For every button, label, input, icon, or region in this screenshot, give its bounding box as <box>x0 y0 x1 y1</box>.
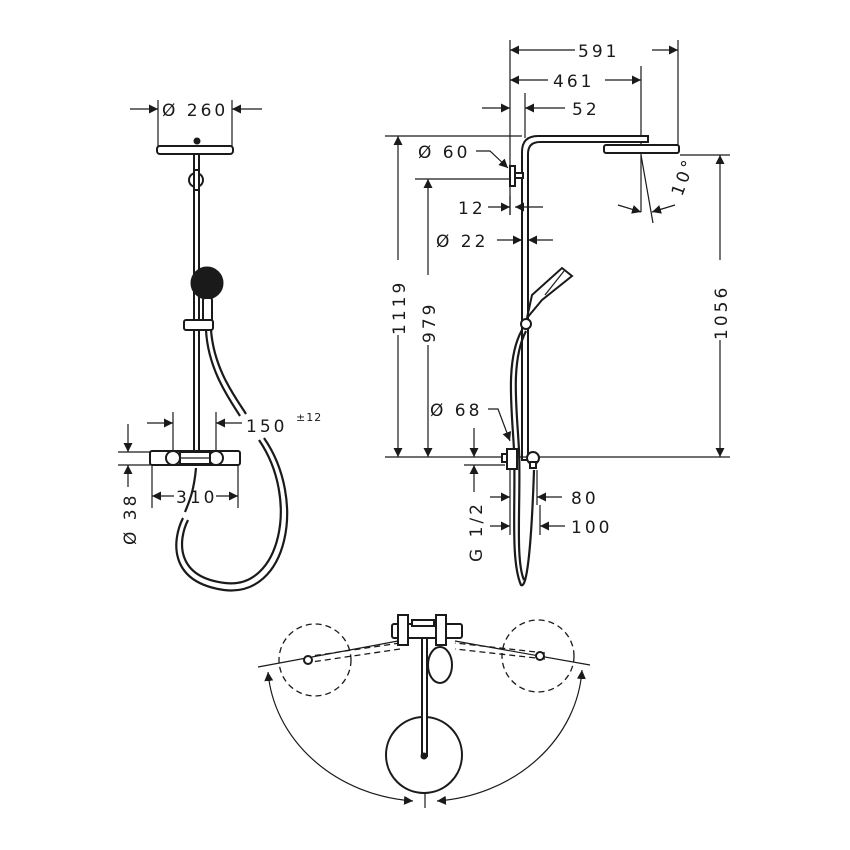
dim-arm-center: 461 <box>553 72 594 92</box>
dim-pole-diameter: Ø 22 <box>436 232 488 252</box>
shower-holder <box>183 319 214 331</box>
dim-pipe-diameter: Ø 38 <box>121 493 141 545</box>
shower-pole-arm <box>521 135 649 461</box>
shower-pole <box>193 153 200 453</box>
dim-rosette-diameter: Ø 68 <box>430 401 482 421</box>
dim-head-diameter: Ø 260 <box>162 101 228 121</box>
dim-bracket-depth: 12 <box>458 199 486 219</box>
overhead-shower <box>156 145 234 155</box>
hand-shower <box>190 266 224 300</box>
dim-bracket-diameter: Ø 60 <box>418 143 470 163</box>
dim-mixer-depth-max: 100 <box>571 518 612 538</box>
top-view <box>257 614 591 808</box>
dim-knob-tolerance: ±12 <box>296 411 322 424</box>
dim-bracket-height: 979 <box>420 302 440 343</box>
swivel-range-right <box>501 619 575 693</box>
dim-knob-spacing: 150 <box>246 417 287 437</box>
overhead-shower <box>603 144 680 154</box>
front-view: Ø 260 150 ±12 Ø 38 310 <box>118 100 322 592</box>
dim-total-height: 1119 <box>390 280 410 335</box>
arm-top <box>421 637 428 757</box>
dim-connection-thread: G 1/2 <box>467 501 487 562</box>
hand-shower-top <box>427 646 453 684</box>
mixer-rosette <box>506 448 518 470</box>
dim-mixer-depth-min: 80 <box>571 489 599 509</box>
slider <box>520 318 532 330</box>
side-view: 591 461 52 Ø 60 1119 979 1056 12 <box>385 40 732 587</box>
dim-arm-total: 591 <box>578 42 619 62</box>
hand-shower <box>526 266 574 319</box>
dim-mixer-width: 310 <box>176 488 217 508</box>
dim-head-height: 1056 <box>712 285 732 340</box>
dim-tilt-angle: 10° <box>668 155 700 199</box>
dim-wall-offset: 52 <box>572 100 600 120</box>
swivel-range-left <box>278 623 352 697</box>
